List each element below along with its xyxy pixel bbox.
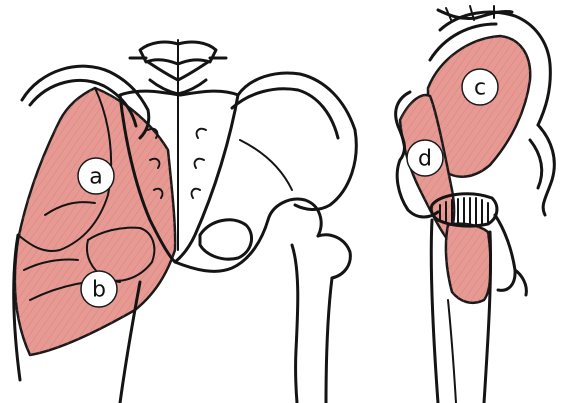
lateral-sacrum-2 — [530, 140, 542, 188]
label-d: d — [407, 140, 443, 176]
lateral-femur-line — [448, 300, 456, 403]
right-ilium-inner — [232, 89, 338, 138]
label-c-text: c — [474, 76, 486, 101]
lateral-pelvis-view — [396, 6, 555, 403]
ischium-outline — [495, 215, 515, 290]
posterior-pelvis-view — [14, 40, 357, 403]
label-b-text: b — [92, 278, 106, 303]
iliotibial-hatch — [446, 224, 491, 303]
ischial-tuberosity — [515, 270, 526, 295]
label-a: a — [78, 158, 114, 194]
right-ilium-fossa — [240, 140, 292, 190]
right-femur-shaft-inner — [292, 245, 298, 403]
right-femur-shaft-outer — [326, 278, 332, 403]
obturator-foramen — [200, 220, 252, 259]
label-a-text: a — [89, 165, 102, 190]
right-greater-trochanter — [318, 235, 350, 278]
lumbar-vertebrae — [130, 40, 226, 95]
label-d-text: d — [418, 147, 432, 172]
lateral-femur-front — [431, 220, 438, 403]
label-c: c — [462, 69, 498, 105]
label-b: b — [81, 271, 117, 307]
